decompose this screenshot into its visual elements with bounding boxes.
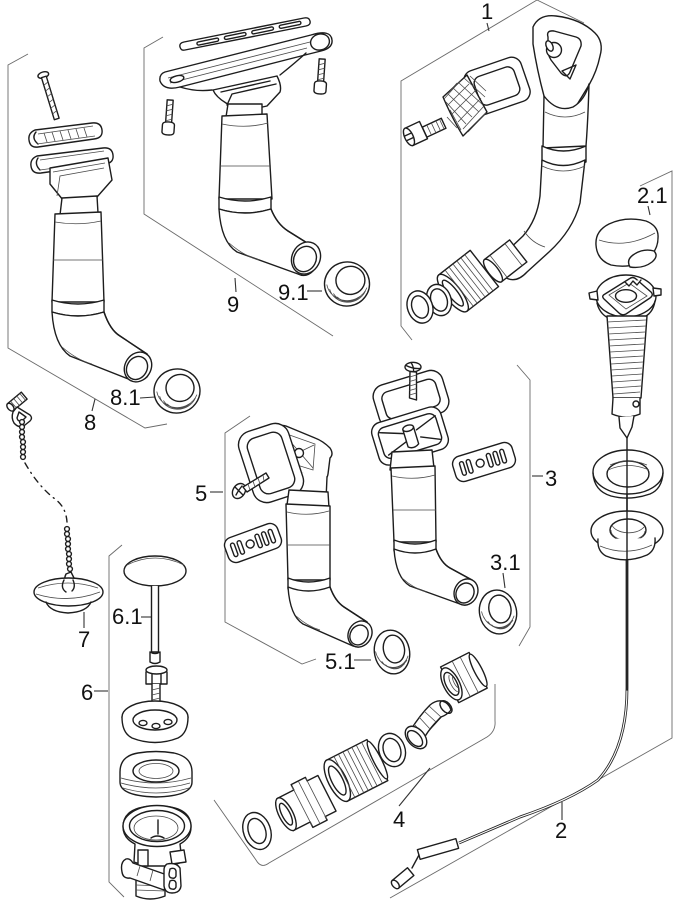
svg-text:5.1: 5.1 bbox=[325, 649, 356, 674]
svg-text:1: 1 bbox=[481, 0, 493, 24]
svg-text:9: 9 bbox=[227, 292, 239, 317]
svg-text:3.1: 3.1 bbox=[490, 550, 521, 575]
svg-text:2: 2 bbox=[555, 818, 567, 843]
svg-text:9.1: 9.1 bbox=[278, 280, 309, 305]
svg-text:6.1: 6.1 bbox=[112, 604, 143, 629]
svg-text:2.1: 2.1 bbox=[637, 183, 668, 208]
svg-text:7: 7 bbox=[78, 627, 90, 652]
svg-text:6: 6 bbox=[81, 680, 93, 705]
svg-text:8: 8 bbox=[84, 410, 96, 435]
svg-text:5: 5 bbox=[195, 481, 207, 506]
svg-text:8.1: 8.1 bbox=[110, 385, 141, 410]
svg-text:4: 4 bbox=[393, 807, 405, 832]
svg-text:3: 3 bbox=[545, 466, 557, 491]
